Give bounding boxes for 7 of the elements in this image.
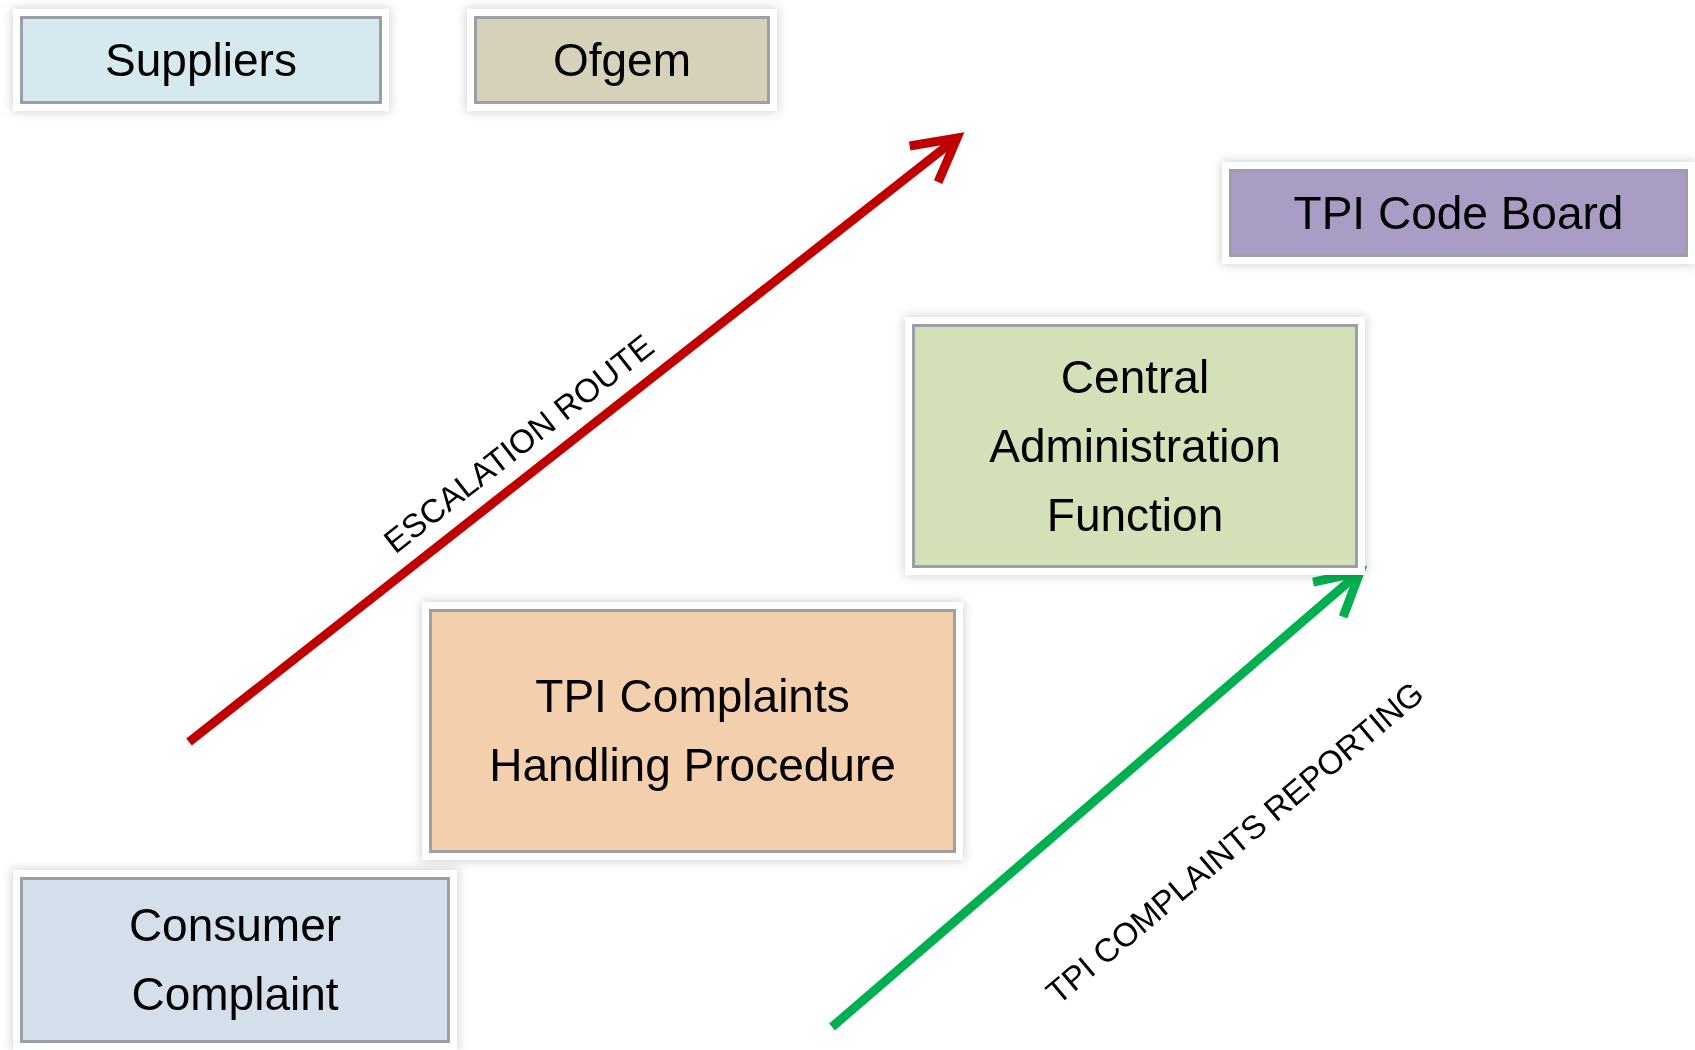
box-label: Suppliers	[105, 32, 297, 88]
arrow	[829, 565, 1368, 1031]
box-label: Central Administration Function	[988, 349, 1282, 543]
box-label: TPI Code Board	[1293, 185, 1624, 241]
box-label: TPI Complaints Handling Procedure	[488, 669, 897, 793]
box-label: Consumer Complaint	[127, 898, 343, 1022]
box-label: Ofgem	[552, 32, 691, 88]
